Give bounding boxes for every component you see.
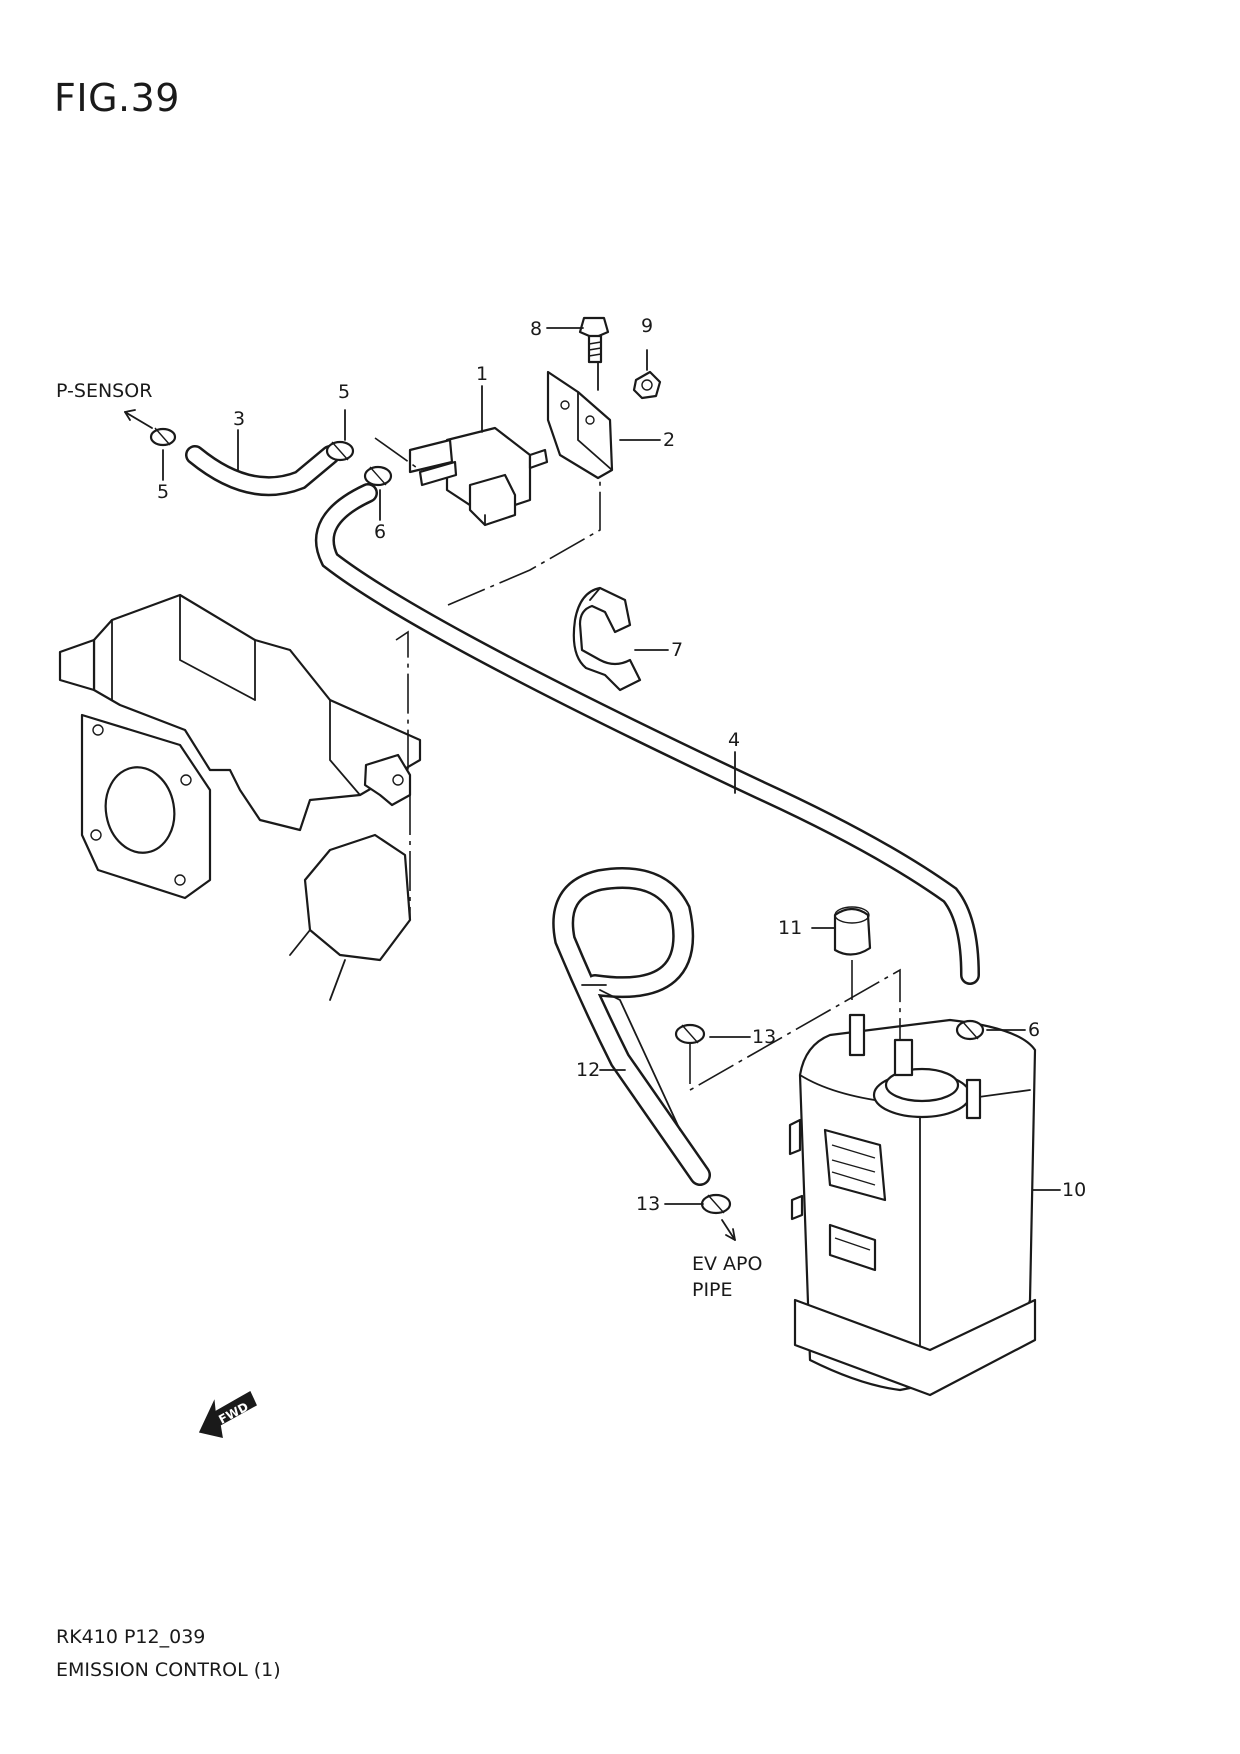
- bracket-drawing: [546, 370, 614, 480]
- assembly-lines: [374, 437, 901, 1092]
- callout-8: 8: [530, 318, 542, 340]
- callout-7: 7: [671, 639, 683, 661]
- callout-6-left: 6: [374, 521, 386, 543]
- callout-12: 12: [576, 1059, 600, 1081]
- fwd-arrow-icon: FWD: [198, 1390, 257, 1438]
- purge-valve-drawing: [408, 426, 549, 527]
- clamp-7-drawing: [572, 586, 642, 692]
- callout-10: 10: [1062, 1179, 1086, 1201]
- ev-apo-note-line2: PIPE: [692, 1279, 733, 1301]
- callout-4: 4: [728, 729, 740, 751]
- throttle-body-drawing: [58, 593, 422, 1001]
- footer-section-name: EMISSION CONTROL (1): [56, 1659, 281, 1681]
- hose-4-drawing: [315, 483, 980, 985]
- figure-title: FIG.39: [54, 76, 180, 120]
- hose-3-drawing: [185, 445, 340, 497]
- callout-5-left: 5: [157, 481, 169, 503]
- callout-labels: 1 2 3 4 5 5 6 6 7 8 9 10 11 12 13 13: [157, 315, 1086, 1215]
- callout-1: 1: [476, 363, 488, 385]
- canister-drawing: [788, 1013, 1037, 1397]
- callout-11: 11: [778, 917, 802, 939]
- p-sensor-note: P-SENSOR: [56, 380, 152, 402]
- callout-13-top: 13: [752, 1026, 776, 1048]
- footer-model-code: RK410 P12_039: [56, 1626, 206, 1648]
- nut-drawing: [632, 370, 662, 400]
- callout-5-top: 5: [338, 381, 350, 403]
- callout-13-bottom: 13: [636, 1193, 660, 1215]
- cap-11-drawing: [833, 906, 872, 956]
- callout-9: 9: [641, 315, 653, 337]
- bolt-drawing: [578, 316, 610, 364]
- callout-6-right: 6: [1028, 1019, 1040, 1041]
- callout-3: 3: [233, 408, 245, 430]
- hose-12-drawing: [552, 867, 711, 1186]
- callout-2: 2: [663, 429, 675, 451]
- ev-apo-note-line1: EV APO: [692, 1253, 762, 1275]
- hose-clamps-drawing: [149, 427, 985, 1215]
- leader-lines: [124, 327, 1061, 1241]
